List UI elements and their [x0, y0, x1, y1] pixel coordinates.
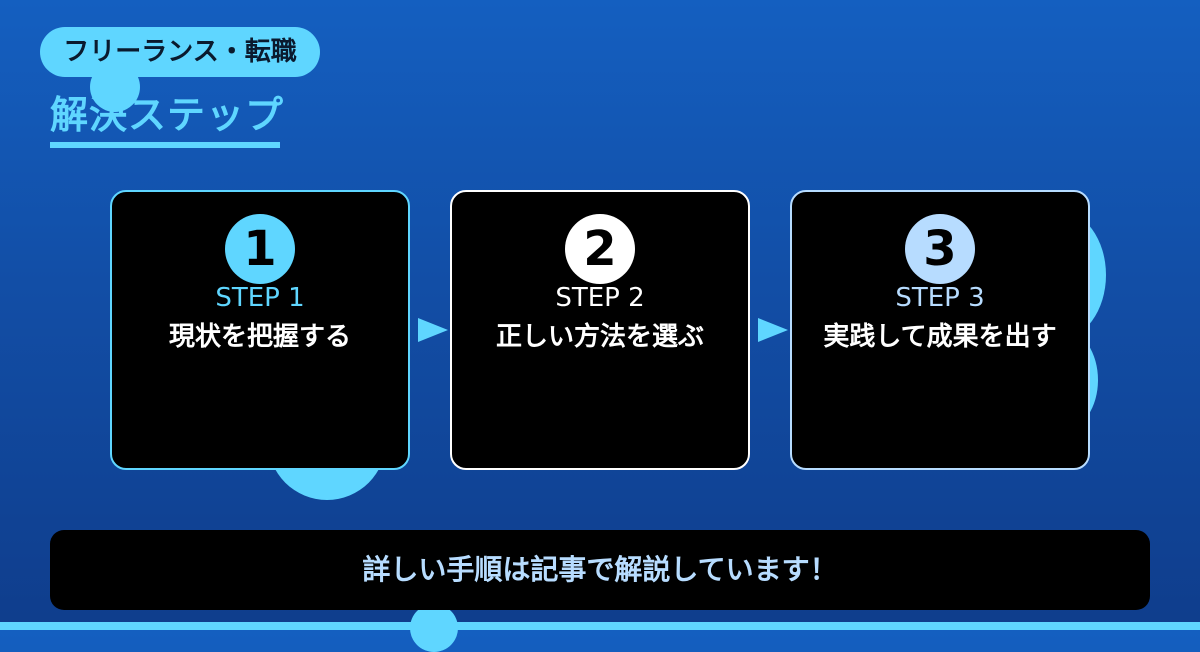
bottom-accent-bar: [0, 622, 1200, 630]
page-title: 解決ステップ: [50, 93, 285, 137]
step-description: 正しい方法を選ぶ: [495, 322, 704, 352]
step-number-badge: 3: [905, 214, 975, 284]
footer-banner: 詳しい手順は記事で解説しています！: [50, 530, 1150, 610]
step-description: 実践して成果を出す: [823, 322, 1057, 352]
decorative-circle: [90, 62, 140, 112]
step-card-2: 2 STEP 2 正しい方法を選ぶ: [450, 190, 750, 470]
arrow-right-icon: [758, 318, 788, 342]
arrow-right-icon: [418, 318, 448, 342]
title-underline: [50, 142, 280, 148]
step-label: STEP 2: [555, 283, 645, 313]
step-description: 現状を把握する: [168, 322, 351, 352]
step-number-badge: 2: [565, 214, 635, 284]
step-card-1: 1 STEP 1 現状を把握する: [110, 190, 410, 470]
step-label: STEP 1: [215, 283, 305, 313]
step-card-3: 3 STEP 3 実践して成果を出す: [790, 190, 1090, 470]
step-number-badge: 1: [225, 214, 295, 284]
category-tag: フリーランス・転職: [40, 27, 320, 77]
step-label: STEP 3: [895, 283, 985, 313]
